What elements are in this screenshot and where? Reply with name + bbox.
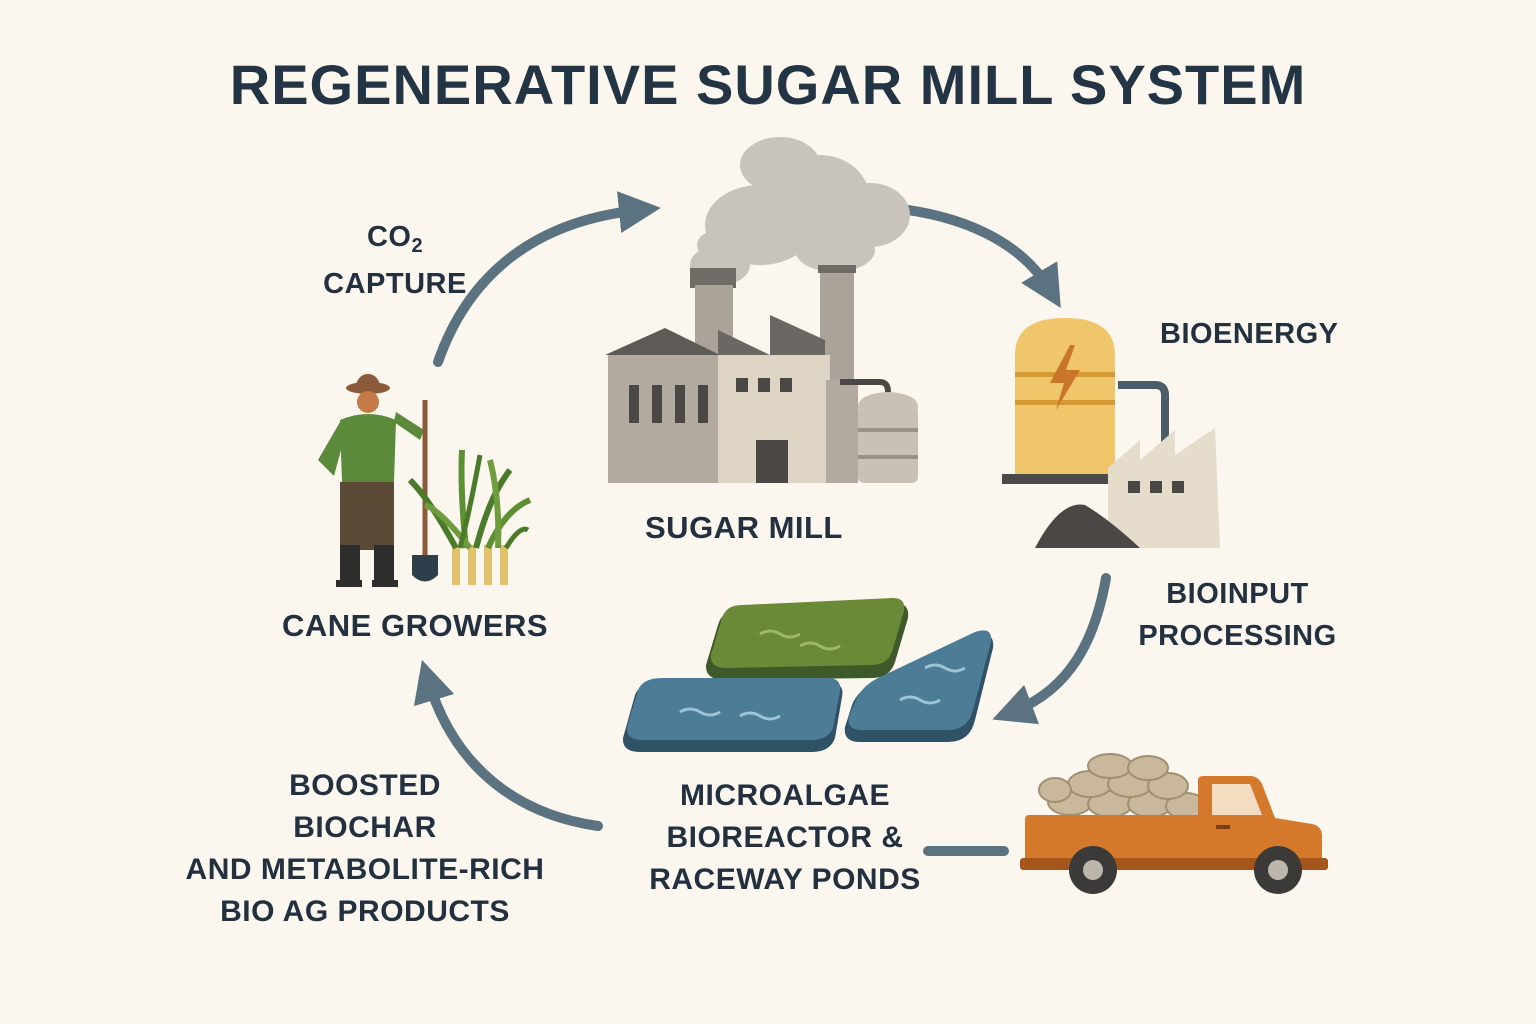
boosted-line-3: AND METABOLITE-RICH	[185, 853, 545, 886]
co2-capture-label: CO2 CAPTURE	[320, 218, 470, 303]
lightning-icon	[1050, 345, 1080, 410]
arrow-growers-to-mill	[433, 191, 661, 367]
smoke-icon	[690, 137, 910, 285]
bioenergy-tank-icon	[1002, 318, 1220, 548]
bioinput-line-1: BIOINPUT	[1166, 578, 1309, 610]
boosted-line-1: BOOSTED	[289, 769, 441, 802]
microalgae-line-1: MICROALGAE	[680, 779, 890, 812]
raceway-pond-icon	[622, 598, 994, 752]
boosted-line-2: BIOCHAR	[293, 811, 437, 844]
co2-subscript: 2	[411, 235, 424, 257]
bioinput-line-2: PROCESSING	[1138, 620, 1337, 652]
bioenergy-label: BIOENERGY	[1160, 318, 1339, 350]
factory-icon	[605, 265, 918, 483]
co2-capture-word: CAPTURE	[323, 268, 467, 300]
co2-chem-text: CO	[366, 221, 412, 253]
arrow-ponds-to-growers	[413, 659, 603, 831]
pickup-truck-icon	[1020, 753, 1328, 894]
page-title: REGENERATIVE SUGAR MILL SYSTEM	[229, 53, 1307, 116]
cycle-arrows	[413, 191, 1111, 856]
microalgae-label: MICROALGAE BIOREACTOR & RACEWAY PONDS	[635, 775, 935, 901]
boosted-biochar-label: BOOSTED BIOCHAR AND METABOLITE-RICH BIO …	[165, 765, 565, 933]
cane-growers-label: CANE GROWERS	[282, 608, 549, 643]
bioinput-processing-label: BIOINPUT PROCESSING	[1115, 573, 1360, 657]
arrow-mill-to-bioenergy	[887, 203, 1061, 309]
microalgae-line-3: RACEWAY PONDS	[649, 863, 921, 896]
sugar-mill-label: SUGAR MILL	[645, 510, 843, 545]
microalgae-line-2: BIOREACTOR &	[666, 821, 904, 854]
boosted-line-4: BIO AG PRODUCTS	[220, 895, 510, 928]
sugarcane-icon	[407, 449, 532, 585]
farmer-icon	[318, 374, 438, 587]
arrow-bioinput-to-ponds	[992, 573, 1111, 725]
